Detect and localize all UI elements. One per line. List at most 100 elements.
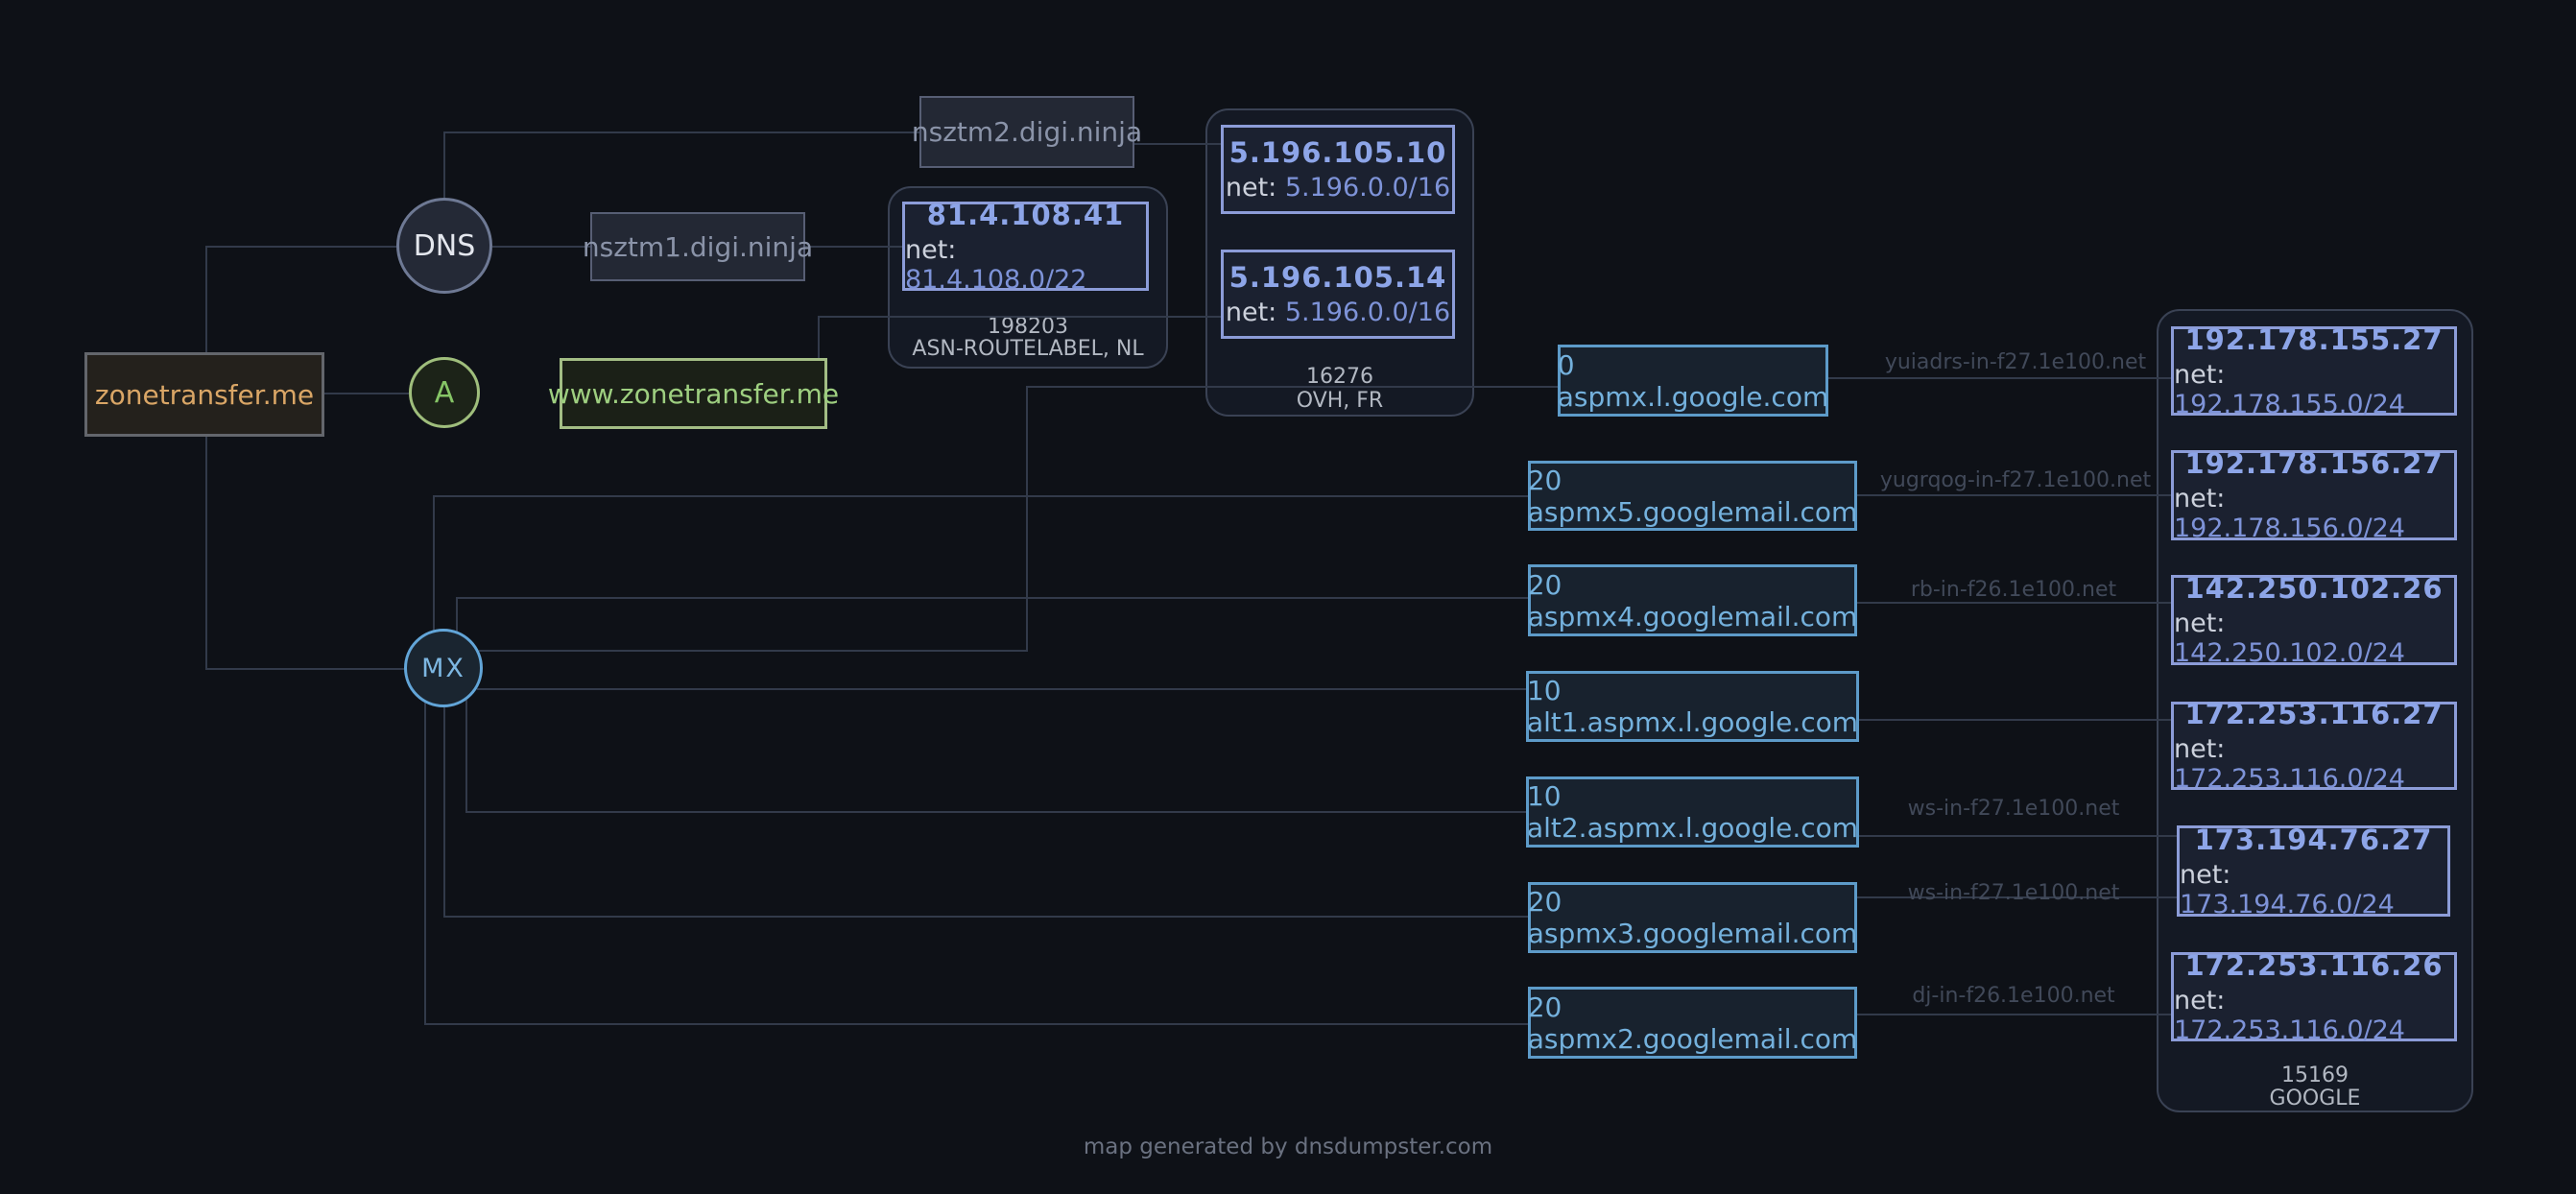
domain-label: zonetransfer.me	[94, 378, 315, 411]
nameserver-node-nsztm2: nsztm2.digi.ninja	[912, 96, 1142, 168]
edge-segment	[477, 688, 1527, 690]
mx-record-label: 20 aspmx4.googlemail.com	[1527, 568, 1858, 633]
net-range: 172.253.116.0/24	[2174, 764, 2405, 794]
edge-segment	[1828, 377, 2172, 379]
record-type-a: A	[409, 357, 480, 428]
net-label: net:	[1225, 173, 1277, 203]
mx-record-node: 0 aspmx.l.google.com	[1558, 345, 1828, 417]
ip-node: 5.196.105.10 net: 5.196.0.0/16	[1221, 125, 1455, 214]
edge-segment	[456, 597, 1529, 599]
edge-segment	[1859, 835, 2178, 837]
net-range: 5.196.0.0/16	[1284, 298, 1451, 327]
net-range: 192.178.155.0/24	[2174, 389, 2405, 419]
edge-segment	[433, 496, 435, 632]
record-type-mx: MX	[404, 629, 483, 707]
edge-segment	[1857, 1014, 2172, 1015]
net-label: net:	[1225, 298, 1277, 327]
edge-segment	[1859, 719, 2172, 721]
ip-address: 192.178.156.27	[2184, 447, 2444, 480]
edge-segment	[1026, 387, 1028, 652]
ip-node: 192.178.156.27 net: 192.178.156.0/24	[2171, 447, 2457, 543]
ip-node: 142.250.102.26 net: 142.250.102.0/24	[2171, 572, 2457, 668]
edge-segment	[456, 598, 458, 633]
edge-segment	[1026, 386, 1560, 388]
net-range: 142.250.102.0/24	[2174, 638, 2405, 668]
asn-number: 198203	[988, 315, 1068, 339]
ip-address: 192.178.155.27	[2184, 322, 2444, 356]
ip-address: 5.196.105.10	[1228, 136, 1447, 169]
edge-segment	[1857, 494, 2172, 496]
edge-segment	[205, 247, 207, 353]
edge-segment	[818, 316, 1223, 318]
mx-record-label: 20 aspmx2.googlemail.com	[1527, 991, 1858, 1055]
asn-number: 15169	[2281, 1063, 2349, 1087]
edge-hostname-label: yugrqog-in-f27.1e100.net	[1879, 468, 2152, 492]
a-record-label: www.zonetransfer.me	[547, 377, 840, 410]
ip-node: 172.253.116.26 net: 172.253.116.0/24	[2171, 948, 2457, 1045]
asn-name: ASN-ROUTELABEL, NL	[912, 337, 1144, 361]
edge-hostname-label: ws-in-f27.1e100.net	[1907, 797, 2120, 821]
mx-record-node: 10 alt1.aspmx.l.google.com	[1526, 671, 1859, 742]
mx-record-node: 20 aspmx3.googlemail.com	[1528, 882, 1857, 953]
edge-segment	[424, 1023, 1529, 1025]
net-range: 192.178.156.0/24	[2174, 513, 2405, 543]
domain-node: zonetransfer.me	[84, 352, 324, 437]
a-record-node-www: www.zonetransfer.me	[548, 358, 839, 429]
nameserver-label: nsztm1.digi.ninja	[582, 230, 814, 263]
edge-segment	[805, 246, 902, 248]
ip-address: 142.250.102.26	[2184, 572, 2444, 605]
record-type-dns: DNS	[396, 198, 492, 294]
dns-label: DNS	[413, 228, 476, 263]
edge-segment	[324, 393, 409, 394]
edge-segment	[443, 707, 445, 918]
mx-record-node: 20 aspmx4.googlemail.com	[1528, 564, 1857, 636]
edge-segment	[1857, 896, 2178, 898]
mx-record-label: 20 aspmx5.googlemail.com	[1527, 464, 1858, 528]
edge-segment	[205, 437, 207, 670]
edge-hostname-label: dj-in-f26.1e100.net	[1912, 984, 2115, 1008]
footer-credit: map generated by dnsdumpster.com	[1083, 1134, 1493, 1159]
mx-record-label: 20 aspmx3.googlemail.com	[1527, 886, 1858, 949]
net-range: 5.196.0.0/16	[1284, 173, 1451, 203]
mx-record-node: 20 aspmx2.googlemail.com	[1528, 987, 1857, 1059]
nameserver-label: nsztm2.digi.ninja	[911, 116, 1143, 148]
net-label: net:	[2174, 359, 2226, 390]
mx-label: MX	[421, 653, 465, 683]
edge-hostname-label: ws-in-f27.1e100.net	[1907, 881, 2120, 905]
ip-node: 5.196.105.14 net: 5.196.0.0/16	[1221, 250, 1455, 339]
edge-segment	[818, 317, 820, 359]
net-label: net:	[905, 234, 957, 265]
ip-address: 81.4.108.41	[926, 198, 1125, 231]
edge-segment	[433, 495, 1529, 497]
mx-record-node: 10 alt2.aspmx.l.google.com	[1526, 776, 1859, 848]
ip-node: 81.4.108.41 net: 81.4.108.0/22	[902, 198, 1149, 295]
asn-number: 16276	[1306, 365, 1373, 389]
edge-segment	[465, 700, 467, 813]
ip-node: 172.253.116.27 net: 172.253.116.0/24	[2171, 698, 2457, 794]
edge-segment	[443, 131, 921, 133]
edge-segment	[1134, 143, 1221, 145]
net-label: net:	[2174, 484, 2226, 513]
net-label: net:	[2180, 859, 2231, 890]
edge-segment	[424, 703, 426, 1025]
edge-segment	[479, 650, 1028, 652]
edge-segment	[443, 916, 1529, 918]
mx-record-label: 0 aspmx.l.google.com	[1557, 348, 1829, 413]
ip-node: 192.178.155.27 net: 192.178.155.0/24	[2171, 322, 2457, 419]
net-label: net:	[2174, 609, 2226, 638]
ip-address: 5.196.105.14	[1228, 261, 1447, 294]
net-range: 173.194.76.0/24	[2180, 889, 2395, 919]
asn-name: OVH, FR	[1296, 389, 1384, 413]
ip-node: 173.194.76.27 net: 173.194.76.0/24	[2177, 824, 2450, 919]
edge-segment	[443, 132, 445, 199]
net-label: net:	[2174, 985, 2226, 1015]
net-range: 81.4.108.0/22	[905, 264, 1087, 295]
ip-address: 172.253.116.26	[2184, 948, 2444, 982]
edge-segment	[205, 246, 398, 248]
nameserver-node-nsztm1: nsztm1.digi.ninja	[583, 212, 813, 281]
edge-hostname-label: yuiadrs-in-f27.1e100.net	[1884, 350, 2147, 374]
edge-segment	[492, 246, 591, 248]
edge-hostname-label: rb-in-f26.1e100.net	[1910, 578, 2117, 602]
a-label: A	[434, 375, 455, 410]
